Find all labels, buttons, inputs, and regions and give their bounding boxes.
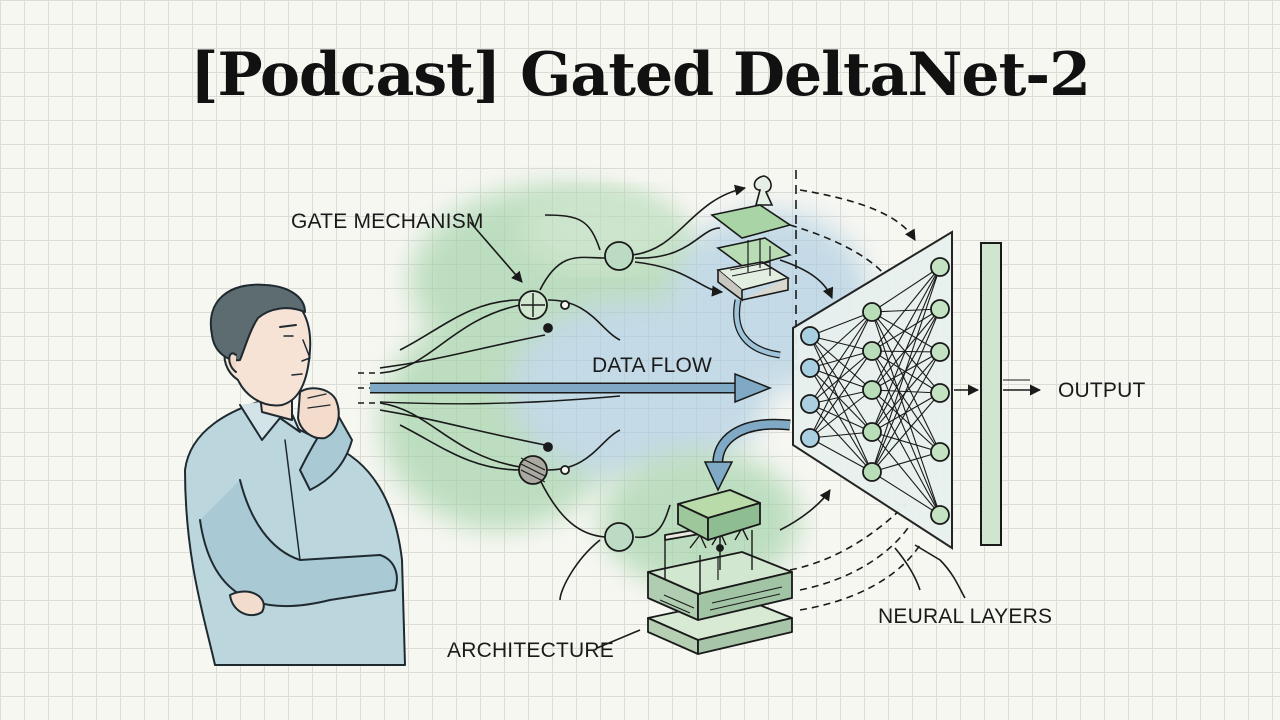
neural-connection	[809, 311, 873, 439]
gate-lower	[518, 442, 570, 485]
neural-connection	[809, 367, 873, 433]
neural-connection	[871, 389, 941, 453]
neural-layers-panel	[792, 230, 1042, 550]
neuron-node	[930, 505, 950, 525]
neural-connection	[871, 451, 941, 473]
neural-connection	[809, 403, 873, 473]
neural-connection	[871, 311, 941, 453]
neural-connection	[809, 350, 873, 405]
neural-connection	[809, 389, 873, 439]
data-flow-arrow	[370, 372, 773, 405]
data-flow-lines	[358, 170, 921, 611]
neuron-node	[800, 394, 820, 414]
label-architecture: ARCHITECTURE	[447, 639, 614, 662]
neuron-node	[862, 302, 882, 322]
branch-node-lower	[604, 522, 634, 552]
label-output: OUTPUT	[1058, 379, 1146, 402]
branch-node-upper	[604, 241, 634, 271]
neural-connection	[871, 308, 941, 313]
gate-upper	[518, 290, 570, 333]
neural-connection	[871, 351, 941, 473]
neuron-node	[930, 342, 950, 362]
neural-connection	[809, 350, 873, 369]
neural-connection	[871, 266, 941, 313]
neural-connection	[871, 351, 941, 433]
neural-connection	[809, 335, 873, 352]
thinking-man-illustration	[184, 283, 406, 666]
label-data-flow: DATA FLOW	[592, 354, 712, 377]
page-title: [Podcast] Gated DeltaNet-2	[190, 40, 1091, 110]
neural-connection	[871, 266, 941, 352]
neural-connection	[871, 311, 941, 353]
neuron-node	[862, 341, 882, 361]
label-neural-layers: NEURAL LAYERS	[878, 605, 1052, 628]
neural-connection	[809, 335, 873, 391]
neural-connection	[809, 437, 873, 473]
neural-connection	[871, 350, 941, 353]
neuron-node	[800, 326, 820, 346]
label-gate-mechanism: GATE MECHANISM	[291, 210, 484, 233]
neural-connection	[809, 431, 873, 439]
neural-connection	[809, 389, 873, 405]
neuron-node	[800, 358, 820, 378]
neural-connection	[809, 311, 873, 369]
neural-connection	[871, 392, 941, 473]
neural-connection	[871, 308, 941, 473]
neural-connection	[809, 335, 873, 433]
neuron-node	[862, 380, 882, 400]
neuron-node	[800, 428, 820, 448]
neural-connection	[871, 311, 941, 516]
neural-connection	[809, 367, 873, 391]
neuron-node	[930, 383, 950, 403]
neural-connection	[871, 471, 941, 516]
label-leaders	[469, 221, 966, 649]
neural-connection	[871, 266, 941, 391]
memory-cell-figure	[710, 175, 792, 302]
neural-connection	[871, 308, 941, 352]
neural-connection	[809, 311, 873, 405]
neural-connection	[809, 403, 873, 433]
architecture-feed-arrow	[703, 299, 791, 492]
neuron-node	[862, 422, 882, 442]
neural-connection	[809, 367, 873, 473]
neuron-node	[930, 257, 950, 277]
neural-connection	[871, 311, 941, 394]
neural-connection	[871, 266, 941, 473]
neural-connection	[809, 311, 873, 337]
architecture-blocks	[647, 489, 793, 655]
neural-connection	[871, 266, 941, 433]
neuron-node	[862, 462, 882, 482]
neural-connection	[871, 350, 941, 453]
neural-connection	[871, 431, 941, 453]
neuron-node	[930, 442, 950, 462]
output-layer-bar	[980, 242, 1002, 546]
neuron-node	[930, 299, 950, 319]
neural-connection	[871, 350, 941, 394]
neural-connection	[809, 350, 873, 439]
